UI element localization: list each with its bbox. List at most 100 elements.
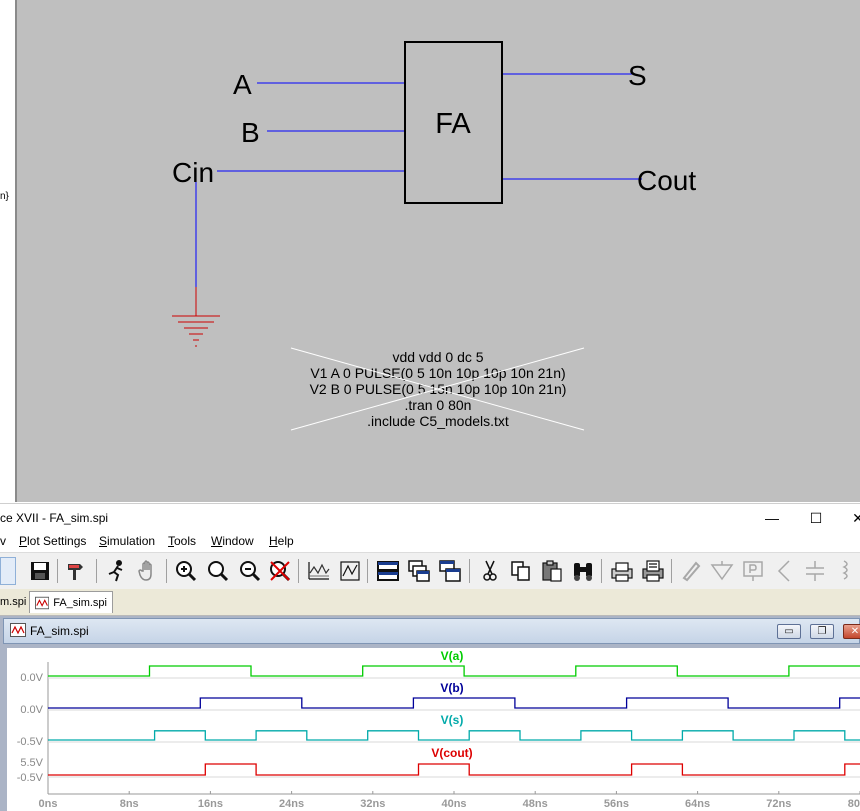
trace-label: V(s) [441, 713, 464, 727]
schematic-background [17, 0, 860, 502]
waveform-icon [10, 623, 26, 637]
toolbar-separator [96, 559, 97, 583]
x-tick-label: 40ns [441, 798, 466, 810]
menu-tools[interactable]: Tools [168, 534, 197, 548]
x-tick-label: 56ns [604, 798, 629, 810]
zoom-extents-icon[interactable] [204, 557, 232, 585]
x-tick-label: 8ns [120, 798, 139, 810]
toolbar-separator [469, 559, 470, 583]
resistor-icon [770, 557, 798, 585]
tab-schematic[interactable]: m.spi [0, 596, 27, 608]
zoom-cancel-icon[interactable] [266, 557, 294, 585]
y-tick-label: 0.0V [20, 704, 43, 716]
run-icon[interactable] [102, 557, 130, 585]
document-tabs: m.spi FA_sim.spi [0, 589, 860, 616]
plot-minimize-button[interactable]: ▭ [777, 624, 801, 639]
toolbar-separator [57, 559, 58, 583]
close-button[interactable]: ✕ [852, 510, 860, 526]
trace-label: V(b) [440, 681, 463, 695]
port-label-s: S [628, 60, 647, 91]
minimize-button[interactable]: — [765, 510, 779, 526]
schematic-svg[interactable]: FA A B Cin S Cout vdd vdd 0 dc 5 V1 A 0 … [17, 0, 860, 502]
panel-divider[interactable] [15, 0, 17, 502]
toolbar-pressed-button[interactable] [0, 557, 16, 585]
waveform-plot[interactable]: V(a) 0.0V V(b) 0.0V V(s) -0.5V V(cout) 5.5V -0.5… [7, 648, 860, 811]
toolbar-separator [601, 559, 602, 583]
netlist-panel: n} [0, 0, 17, 502]
capacitor-icon [801, 557, 829, 585]
plot-restore-button[interactable]: ❐ [810, 624, 834, 639]
cut-icon[interactable] [476, 557, 504, 585]
trace-v-a [48, 665, 860, 677]
autorange-icon[interactable] [305, 557, 333, 585]
x-tick-label: 32ns [360, 798, 385, 810]
trace-v-cout [48, 763, 860, 776]
save-icon[interactable] [26, 557, 54, 585]
directive-line: .tran 0 80n [405, 397, 472, 413]
x-tick-label: 48ns [523, 798, 548, 810]
toolbar [0, 552, 860, 590]
zoom-in-icon[interactable] [172, 557, 200, 585]
directive-cross-line [290, 347, 585, 431]
find-icon[interactable] [569, 557, 597, 585]
y-tick-label: 5.5V [20, 757, 43, 769]
tile-vertical-icon[interactable] [436, 557, 464, 585]
zoom-out-icon[interactable] [236, 557, 264, 585]
y-tick-label: -0.5V [17, 772, 44, 784]
menu-help[interactable]: Help [269, 534, 294, 548]
inductor-icon [832, 557, 860, 585]
trace-label: V(cout) [431, 746, 472, 760]
plot-window-title-bar[interactable]: FA_sim.spi ▭ ❐ ✕ [3, 618, 860, 644]
maximize-button[interactable]: ☐ [809, 510, 823, 526]
menu-simulation[interactable]: Simulation [99, 534, 156, 548]
x-tick-label: 72ns [766, 798, 791, 810]
x-tick-label: 16ns [198, 798, 223, 810]
waveform-plot-area[interactable]: V(a) 0.0V V(b) 0.0V V(s) -0.5V V(cout) 5.5V -0.5… [7, 648, 860, 811]
port-label-b: B [241, 117, 260, 148]
menu-view[interactable]: v [0, 534, 6, 548]
x-tick-label: 64ns [685, 798, 710, 810]
plot-close-button[interactable]: ✕ [843, 624, 860, 639]
tile-horizontal-icon[interactable] [374, 557, 402, 585]
plot-window: FA_sim.spi ▭ ❐ ✕ V(a) 0.0V V(b) 0.0V V(s) -0.… [0, 616, 860, 811]
x-tick-label: 24ns [279, 798, 304, 810]
x-tick-label: 0ns [39, 798, 58, 810]
menu-bar: v Plot Settings Simulation Tools Window … [0, 531, 860, 551]
port-label-cin: Cin [172, 157, 214, 188]
copy-icon[interactable] [507, 557, 535, 585]
plot-icon[interactable] [336, 557, 364, 585]
waveform-icon [35, 596, 50, 609]
ground-symbol[interactable] [172, 287, 220, 347]
menu-plot-settings[interactable]: Plot Settings [19, 534, 87, 548]
directive-line: V1 A 0 PULSE(0 5 10n 10p 10p 10n 21n) [310, 365, 565, 381]
toolbar-separator [367, 559, 368, 583]
full-adder-block[interactable] [404, 41, 503, 204]
trace-v-s [48, 730, 860, 741]
hammer-icon[interactable] [63, 557, 91, 585]
pencil-icon [677, 557, 705, 585]
block-label: FA [435, 108, 471, 140]
port-label-a: A [233, 69, 252, 100]
y-tick-label: -0.5V [17, 736, 44, 748]
menu-window[interactable]: Window [211, 534, 254, 548]
window-title: ce XVII - FA_sim.spi [0, 511, 109, 525]
directive-line: .include C5_models.txt [367, 413, 509, 429]
toolbar-separator [298, 559, 299, 583]
y-tick-label: 0.0V [20, 672, 43, 684]
tab-fa-sim[interactable]: FA_sim.spi [29, 591, 113, 613]
toolbar-separator [166, 559, 167, 583]
port-label-cout: Cout [637, 165, 696, 196]
paste-icon[interactable] [538, 557, 566, 585]
app-title-bar[interactable]: ce XVII - FA_sim.spi — ☐ ✕ [0, 503, 860, 532]
schematic-canvas[interactable]: FA A B Cin S Cout vdd vdd 0 dc 5 V1 A 0 … [17, 0, 860, 502]
toolbar-separator [671, 559, 672, 583]
trace-v-b [48, 697, 860, 709]
ground-icon [708, 557, 736, 585]
print-icon[interactable] [639, 557, 667, 585]
pan-hand-icon[interactable] [134, 557, 162, 585]
directive-line: vdd vdd 0 dc 5 [392, 349, 483, 365]
x-tick-label: 80 [848, 798, 860, 810]
cascade-icon[interactable] [405, 557, 433, 585]
trace-label: V(a) [441, 649, 464, 663]
print-setup-icon[interactable] [608, 557, 636, 585]
